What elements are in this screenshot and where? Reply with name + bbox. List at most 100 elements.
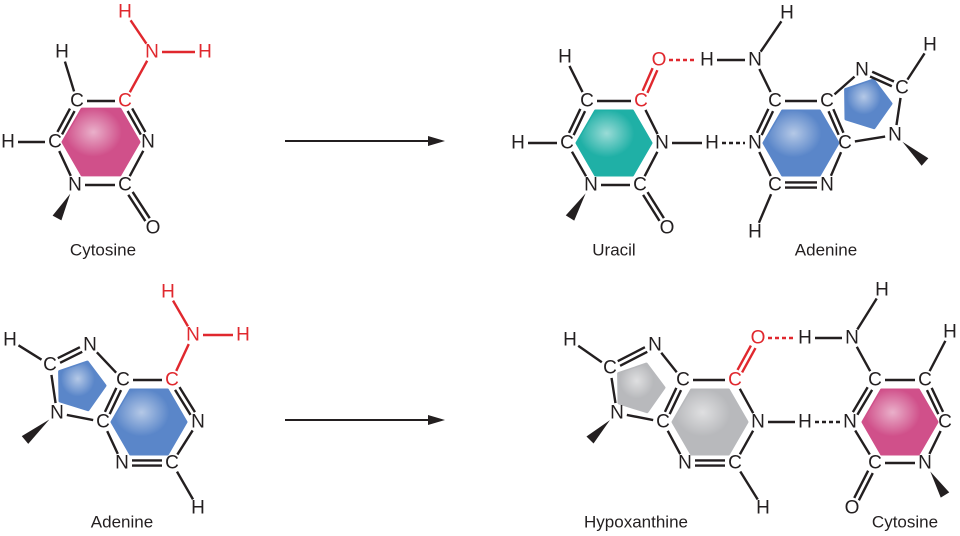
atom-c: C [633,175,647,196]
atom-c: C [43,355,57,376]
atom-n: N [584,175,598,196]
double-bond-line [572,110,587,136]
atom-c: C [820,91,834,112]
single-bond [758,68,772,93]
ring-highlight [112,390,186,454]
double-bond-line [178,386,196,413]
single-bond [626,413,654,422]
atom-c: C [580,91,594,112]
double-bond-line [646,69,659,94]
atom-n: N [115,453,129,474]
atom-h: H [923,35,937,56]
double-bond-line [126,110,142,136]
atom-c: C [70,91,84,112]
double-bond-line [108,389,123,415]
atom-h: H [558,47,572,68]
ring-highlight [845,80,891,128]
double-bond-line [57,346,81,360]
atom-c: C [938,412,952,433]
double-bond-line [174,389,192,416]
single-bond [854,135,886,143]
atom-n: N [186,325,200,346]
double-bond-line [851,386,869,413]
atom-c: C [768,175,782,196]
atom-n: N [918,453,932,474]
double-bond-line [641,67,654,92]
single-bond [176,429,194,456]
arrow-head-icon [428,415,445,425]
atom-c: C [918,370,932,391]
atom-c: C [165,453,179,474]
atom-h: H [55,42,69,63]
double-bond-line [567,108,582,134]
double-bond-line [856,389,874,416]
single-bond [129,19,148,45]
single-bond [128,150,145,177]
double-bond-line [131,191,151,219]
sugar-attachment-wedge [565,193,586,221]
atom-n: N [68,175,82,196]
atom-n: N [820,175,834,196]
double-bond-line [59,350,83,364]
single-bond [63,61,76,92]
single-bond [759,20,783,53]
ring-highlight [618,364,664,412]
atom-c: C [634,91,648,112]
single-bond [50,374,57,404]
ring-highlight [673,390,747,454]
atom-c: C [656,412,670,433]
atom-h: H [705,133,719,154]
atom-n: N [888,125,902,146]
double-bond-line [131,107,147,133]
atom-h: H [756,498,770,519]
single-bond [854,429,871,456]
atom-h: H [798,328,812,349]
single-bond [128,60,149,93]
atom-n: N [855,60,869,81]
single-bond [644,109,659,135]
atom-n: N [145,42,159,63]
atom-n: N [191,412,205,433]
atom-c: C [116,370,130,391]
single-bond [758,151,772,177]
double-bond-line [103,387,118,413]
atom-c: C [768,91,782,112]
molecule-name-label: Cytosine [872,513,938,532]
molecule-name-label: Hypoxanthine [584,513,688,532]
single-bond [568,65,584,93]
single-bond [66,413,94,422]
sugar-attachment-wedge [902,141,929,166]
atom-h: H [748,222,762,243]
atom-o: O [652,50,667,71]
reaction-arrow [285,136,445,146]
double-bond-line [869,75,893,88]
single-bond [906,52,926,81]
single-bond [106,430,119,455]
double-bond-line [663,387,678,413]
double-bond-line [646,191,665,219]
atom-c: C [603,358,617,379]
single-bond [577,344,603,364]
single-bond [738,388,755,414]
sugar-attachment-wedge [52,193,71,221]
atom-o: O [751,328,766,349]
atom-c: C [868,453,882,474]
single-bond [171,300,190,327]
ring-highlight [59,362,105,410]
sugar-attachment-wedge [21,419,50,444]
single-bond [833,75,856,96]
atom-h: H [236,325,250,346]
atom-n: N [748,133,762,154]
double-bond-line [60,110,76,135]
double-bond-line [617,346,646,363]
single-bond [58,150,72,177]
atom-h: H [700,50,714,71]
atom-h: H [780,3,794,24]
atom-h: H [198,42,212,63]
sugar-attachment-wedge [930,471,950,498]
atom-n: N [843,412,857,433]
